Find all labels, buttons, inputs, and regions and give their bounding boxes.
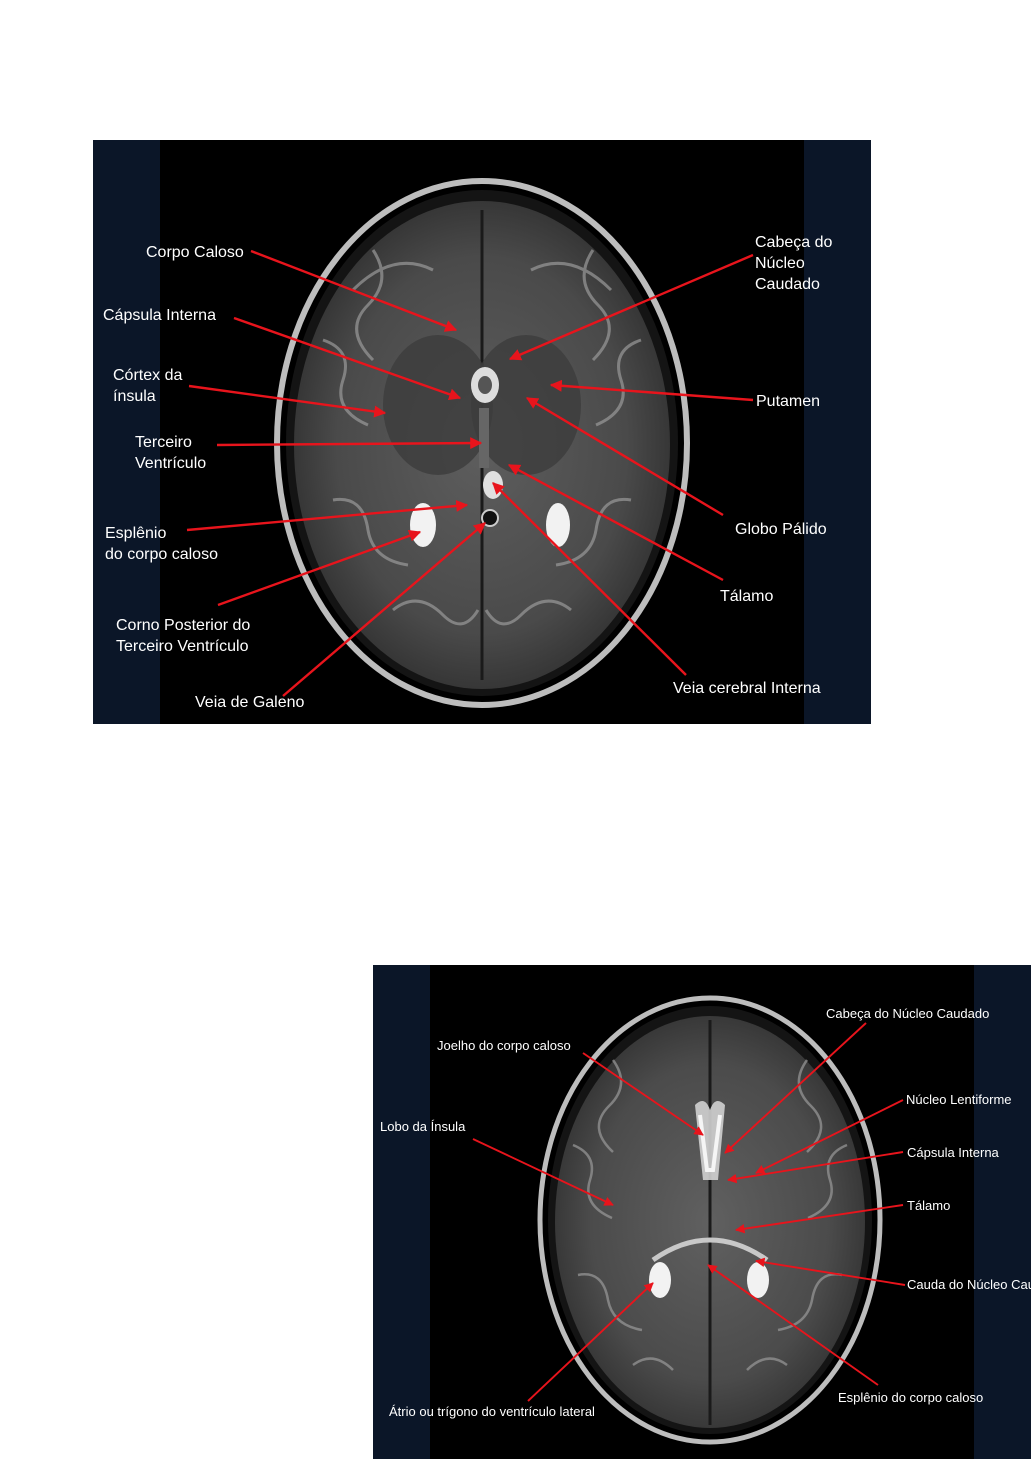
arrow-veia-galeno bbox=[282, 522, 486, 697]
label-lobo-insula: Lobo da Ínsula bbox=[380, 1119, 466, 1134]
label-esplenio-2: do corpo caloso bbox=[105, 546, 218, 563]
arrow-talamo bbox=[735, 1204, 904, 1234]
arrow-veia-cerebral-interna bbox=[492, 482, 687, 676]
label-nucleo-lentiforme: Núcleo Lentiforme bbox=[906, 1092, 1012, 1107]
mri-axial-figure-2: Joelho do corpo caloso Lobo da Ínsula Át… bbox=[373, 965, 1031, 1459]
label-cabeca-nucleo-caudado: Cabeça do Núcleo Caudado bbox=[826, 1006, 989, 1021]
arrow-globo-palido bbox=[525, 396, 724, 517]
label-joelho-corpo-caloso: Joelho do corpo caloso bbox=[437, 1038, 571, 1053]
label-cauda-nucleo-caudado: Cauda do Núcleo Caudado bbox=[907, 1277, 1031, 1292]
mri-figure-2-svg: Joelho do corpo caloso Lobo da Ínsula Át… bbox=[373, 965, 1031, 1459]
side-panel-left bbox=[93, 140, 160, 724]
label-corno-posterior-1: Corno Posterior do bbox=[116, 617, 250, 634]
arrow-talamo bbox=[507, 463, 724, 582]
label-cabeca-nucleo-caudado-3: Caudado bbox=[755, 276, 820, 293]
side-panel-right bbox=[974, 965, 1031, 1459]
label-talamo: Tálamo bbox=[720, 588, 773, 605]
side-panel-left bbox=[373, 965, 430, 1459]
arrow-terceiro-ventriculo bbox=[216, 437, 483, 450]
label-esplenio-1: Esplênio bbox=[105, 525, 166, 542]
label-terceiro-ventriculo-2: Ventrículo bbox=[135, 455, 206, 472]
label-cortex-insula-1: Córtex da bbox=[113, 367, 182, 384]
label-capsula-interna: Cápsula Interna bbox=[907, 1145, 1000, 1160]
label-veia-galeno: Veia de Galeno bbox=[195, 694, 305, 711]
label-corno-posterior-2: Terceiro Ventrículo bbox=[116, 638, 249, 655]
label-talamo: Tálamo bbox=[907, 1198, 950, 1213]
arrow-capsula-interna bbox=[727, 1151, 904, 1184]
label-capsula-interna: Cápsula Interna bbox=[103, 307, 216, 324]
label-globo-palido: Globo Pálido bbox=[735, 521, 827, 538]
label-terceiro-ventriculo-1: Terceiro bbox=[135, 434, 192, 451]
label-corpo-caloso: Corpo Caloso bbox=[146, 244, 244, 261]
label-atrio-trigono: Átrio ou trígono do ventrículo lateral bbox=[389, 1404, 595, 1419]
label-cabeca-nucleo-caudado-2: Núcleo bbox=[755, 255, 805, 272]
arrow-cortex-insula bbox=[188, 384, 387, 418]
brain-scan bbox=[537, 995, 883, 1445]
side-panel-right bbox=[804, 140, 871, 724]
arrow-cauda-nucleo-caudado bbox=[755, 1257, 906, 1286]
mri-axial-figure-1: Corpo Caloso Cápsula Interna Córtex da í… bbox=[93, 140, 871, 724]
label-cortex-insula-2: ínsula bbox=[113, 388, 156, 405]
label-veia-cerebral-interna: Veia cerebral Interna bbox=[673, 680, 821, 697]
arrow-atrio-trigono bbox=[527, 1282, 654, 1402]
arrow-lobo-insula bbox=[472, 1138, 614, 1206]
label-cabeca-nucleo-caudado-1: Cabeça do bbox=[755, 234, 832, 251]
arrow-esplenio bbox=[186, 499, 469, 532]
arrow-nucleo-lentiforme bbox=[755, 1099, 904, 1174]
label-putamen: Putamen bbox=[756, 393, 820, 410]
arrow-cabeca-nucleo-caudado bbox=[508, 253, 754, 361]
arrow-corno-posterior bbox=[217, 530, 422, 607]
arrow-cabeca-nucleo-caudado bbox=[724, 1022, 867, 1154]
arrow-joelho-corpo-caloso bbox=[582, 1052, 704, 1136]
arrow-capsula-interna bbox=[233, 316, 462, 401]
arrow-esplenio-corpo-caloso bbox=[707, 1264, 879, 1386]
arrow-corpo-caloso bbox=[250, 249, 458, 332]
label-esplenio-corpo-caloso: Esplênio do corpo caloso bbox=[838, 1390, 983, 1405]
mri-figure-1-svg: Corpo Caloso Cápsula Interna Córtex da í… bbox=[93, 140, 871, 724]
arrow-putamen bbox=[549, 379, 754, 402]
